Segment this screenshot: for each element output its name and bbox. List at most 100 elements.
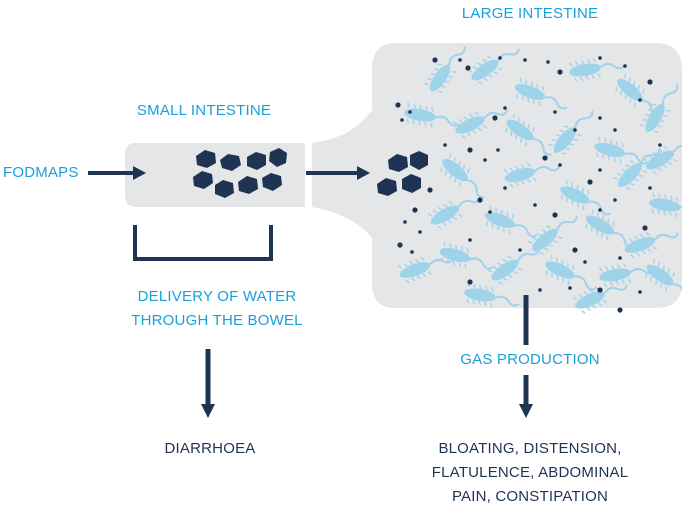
gas-dot (597, 287, 603, 293)
fodmap-particles-small (193, 148, 287, 198)
gas-dot (658, 143, 662, 147)
bacteria-icon (484, 205, 538, 238)
gas-production-label: GAS PRODUCTION (460, 351, 600, 368)
fodmaps-arrow (88, 166, 146, 180)
gas-dot (642, 225, 648, 231)
bacteria-icon (397, 256, 455, 284)
gas-dot (538, 288, 542, 292)
gas-dot (598, 208, 602, 212)
food-particle-icon (410, 151, 428, 170)
gas-dot (503, 106, 507, 110)
bacteria-cluster (397, 46, 682, 314)
fodmaps-label: FODMAPS (3, 164, 79, 181)
gas-dot (523, 58, 527, 62)
fodmap-particles-large (377, 151, 428, 196)
gas-dot (498, 56, 502, 60)
gas-dot (568, 286, 572, 290)
food-particle-icon (262, 173, 282, 191)
symptoms-line3: PAIN, CONSTIPATION (451, 488, 609, 505)
gas-dot (617, 307, 623, 313)
bacteria-icon (645, 258, 682, 301)
gas-dot (412, 207, 418, 213)
bacteria-icon (622, 231, 680, 259)
gas-dot (613, 198, 617, 202)
gas-dot (477, 197, 483, 203)
bacteria-icon (404, 102, 460, 128)
food-particle-icon (220, 154, 241, 171)
gas-dot (553, 110, 557, 114)
gas-dot (397, 242, 403, 248)
bacteria-icon (572, 284, 629, 314)
gas-dots (395, 56, 662, 313)
food-particle-icon (402, 174, 421, 193)
food-particle-icon (377, 178, 397, 196)
food-particle-icon (196, 150, 216, 168)
symptoms-line1: BLOATING, DISTENSION, (438, 440, 622, 457)
bacteria-icon (423, 46, 466, 93)
bacteria-icon (487, 248, 540, 285)
gas-dot (598, 56, 602, 60)
food-particle-icon (269, 148, 287, 167)
gas-dot (483, 158, 487, 162)
gas-dot (572, 247, 578, 253)
gas-dot (518, 248, 522, 252)
gas-dot (638, 290, 642, 294)
gas-dot (432, 57, 438, 63)
bacteria-icon (503, 162, 561, 188)
food-particle-icon (388, 154, 408, 172)
diarrhoea-arrow (201, 349, 215, 418)
gas-dot (467, 279, 473, 285)
bacteria-icon (505, 113, 552, 156)
diarrhoea-label: DIARRHOEA (164, 440, 256, 457)
bacteria-icon (649, 192, 682, 218)
bacteria-icon (568, 57, 626, 83)
gas-dot (542, 155, 548, 161)
gas-dot (546, 60, 550, 64)
bacteria-icon (639, 84, 679, 133)
food-particle-icon (238, 176, 258, 194)
gas-dot (647, 79, 653, 85)
bacteria-icon (585, 209, 634, 249)
food-particle-icon (215, 180, 234, 198)
food-particle-icon (193, 171, 213, 189)
gas-dot (598, 168, 602, 172)
transfer-arrow (306, 166, 370, 180)
bacteria-icon (642, 141, 682, 175)
gas-dot (557, 69, 563, 75)
gas-dot (648, 186, 652, 190)
bacteria-icon (439, 241, 494, 270)
gas-dot (533, 203, 537, 207)
gas-dot (467, 147, 473, 153)
bacteria-icon (548, 110, 594, 155)
symptoms-line2: FLATULENCE, ABDOMINAL (431, 464, 629, 481)
gas-dot (395, 102, 401, 108)
gas-dot (552, 212, 558, 218)
gas-dot (573, 128, 577, 132)
gas-dot (618, 256, 622, 260)
bacteria-icon (594, 136, 649, 165)
bacteria-icon (452, 109, 509, 139)
small-intestine-label: SMALL INTESTINE (136, 102, 272, 119)
gas-dot (418, 230, 422, 234)
food-particle-icon (247, 152, 266, 170)
delivery-label-line2: THROUGH THE BOWEL (131, 312, 303, 329)
gas-dot (587, 179, 593, 185)
gas-dot (496, 148, 500, 152)
bacteria-icon (612, 148, 661, 190)
gas-dot (623, 64, 627, 68)
gas-dot (465, 65, 471, 71)
gas-dot (403, 220, 407, 224)
gas-dot (443, 143, 447, 147)
gas-dot (598, 116, 602, 120)
small-intestine-bracket (133, 225, 273, 261)
gas-dot (558, 163, 562, 167)
large-intestine-label: LARGE INTESTINE (461, 5, 599, 22)
gas-dot (458, 58, 462, 62)
bacteria-icon (545, 255, 596, 291)
bacteria-icon (527, 215, 578, 255)
gas-dot (492, 115, 498, 121)
gas-dot (638, 98, 642, 102)
bacteria-icon (464, 282, 520, 308)
gas-dot (583, 260, 587, 264)
